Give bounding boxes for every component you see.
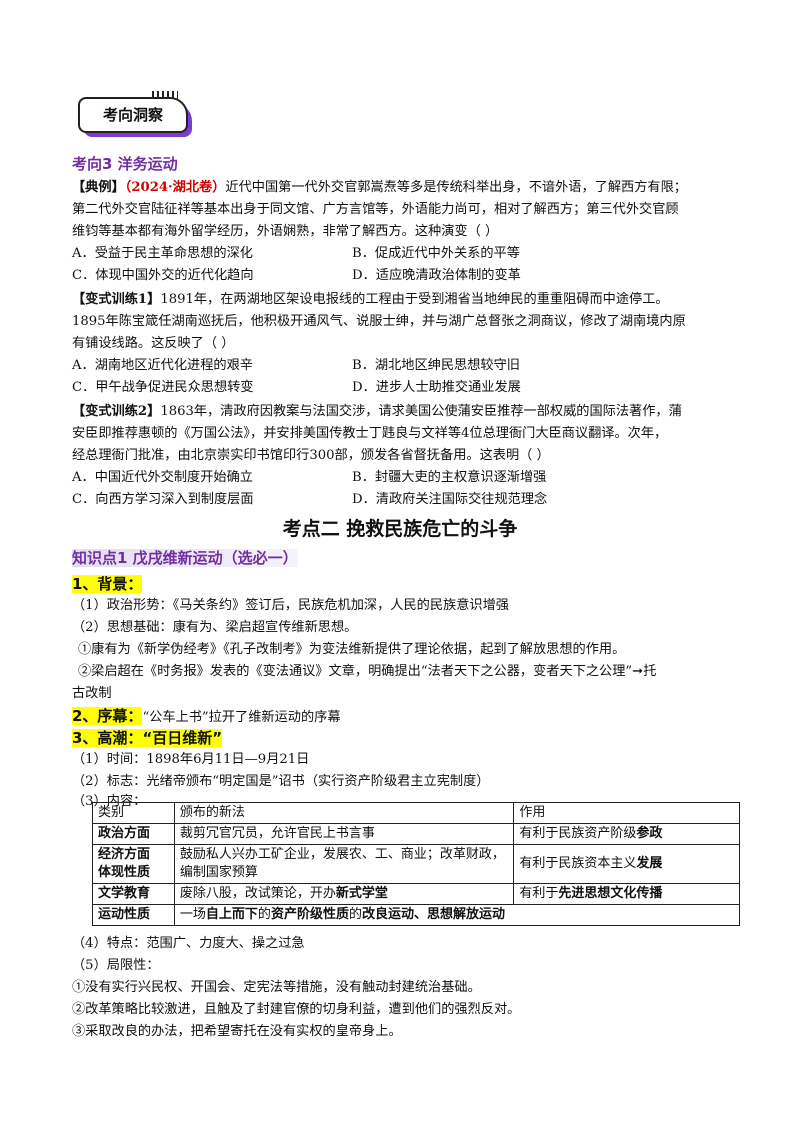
section-badge: 考向洞察 [78, 91, 196, 141]
table-cell-category: 经济方面 体现性质 [92, 844, 175, 884]
knowledge-title-text: 知识点1 戊戌维新运动（选必一） [72, 549, 298, 567]
table-header-cell: 作用 [513, 802, 740, 824]
climax-heading-line: 3、高潮：“百日维新” [72, 728, 732, 748]
drill2-text: 1863年，清政府因教案与法国交涉，请求美国公使蒲安臣推荐一部权威的国际法著作，… [160, 404, 682, 419]
limit-item-1: ①没有实行兴民权、开国会、定宪法等措施，没有触动封建统治基础。 [72, 980, 481, 995]
example-line-2: 第二代外交官陆征祥等基本出身于同文馆、广方言馆等，外语能力尚可，相对了解西方；第… [72, 202, 679, 217]
climax-line-1: （1）时间：1898年6月11日—9月21日 [72, 752, 310, 767]
drill1-option-d: D．进步人士助推交通业发展 [352, 380, 521, 395]
climax-line-2: （2）标志：光绪帝颁布“明定国是”诏书（实行资产阶级君主立宪制度） [72, 774, 490, 789]
example-source: （2024·湖北卷） [124, 180, 226, 195]
table-cell-law: 鼓励私人兴办工矿企业，发展农、工、商业；改革财政，编制国家预算 [173, 844, 515, 884]
drill1-line-3: 有铺设线路。这反映了（ ） [72, 336, 235, 351]
drill2-tag: 【变式训练2】 [72, 404, 161, 419]
drill1-line-1: 【变式训练1】1891年，在两湖地区架设电报线的工程由于受到湘省当地绅民的重重阻… [72, 290, 732, 310]
table-header-row: 类别 颁布的新法 作用 [92, 802, 740, 824]
table-header-cell: 颁布的新法 [173, 802, 515, 824]
example-option-d: D．适应晚清政治体制的变革 [352, 268, 521, 283]
drill1-text: 1891年，在两湖地区架设电报线的工程由于受到湘省当地绅民的重重阻碍而中途停工。 [160, 292, 669, 307]
drill1-tag: 【变式训练1】 [72, 292, 161, 307]
table-cell-effect: 有利于民族资产阶级参政 [513, 823, 740, 845]
background-line-5: 古改制 [72, 686, 112, 701]
badge-decoration [152, 91, 178, 99]
prelude-heading: 2、序幕： [72, 707, 143, 725]
prelude-text: “公车上书”拉开了维新运动的序幕 [142, 710, 341, 725]
table-cell-category: 运动性质 [92, 904, 175, 926]
drill2-option-d: D．清政府关注国际交往规范理念 [352, 492, 548, 507]
drill1-option-b: B．湖北地区绅民思想较守旧 [352, 358, 520, 373]
background-line-4: ②梁启超在《时务报》发表的《变法通议》文章，明确提出“法者天下之公器，变者天下之… [78, 664, 657, 679]
drill2-line-2: 安臣即推荐惠顿的《万国公法》，并安排美国传教士丁韪良与文祥等4位总理衙门大臣商议… [72, 426, 668, 441]
background-heading: 1、背景： [72, 575, 143, 593]
table-cell-law: 裁剪冗官冗员，允许官民上书言事 [173, 823, 515, 845]
example-line-3: 维钧等基本都有海外留学经历，外语娴熟，非常了解西方。这种演变（ ） [72, 224, 499, 239]
section-title: 考点二 挽救民族危亡的斗争 [282, 518, 518, 540]
table-cell-category: 政治方面 [92, 823, 175, 845]
background-line-3: ①康有为《新学伪经考》《孔子改制考》为变法维新提供了理论依据，起到了解放思想的作… [78, 642, 626, 657]
climax-heading: 3、高潮：“百日维新” [72, 729, 223, 747]
table-row: 政治方面 裁剪冗官冗员，允许官民上书言事 有利于民族资产阶级参政 [92, 823, 740, 845]
table-cell-effect: 有利于民族资本主义发展 [513, 844, 740, 884]
drill2-line-3: 经总理衙门批准，由北京崇实印书馆印行300部，颁发各省督抚备用。这表明（ ） [72, 448, 550, 463]
drill1-option-a: A．湖南地区近代化进程的艰辛 [72, 358, 253, 373]
table-header-cell: 类别 [92, 802, 175, 824]
limit-item-3: ③采取改良的办法，把希望寄托在没有实权的皇帝身上。 [72, 1024, 402, 1039]
example-text: 近代中国第一代外交官郭嵩焘等多是传统科举出身，不谙外语，了解西方有限； [225, 180, 687, 195]
features-line: （4）特点：范围广、力度大、操之过急 [72, 936, 305, 951]
limit-item-2: ②改革策略比较激进，且触及了封建官僚的切身利益，遭到他们的强烈反对。 [72, 1002, 521, 1017]
background-line-2: （2）思想基础：康有为、梁启超宣传维新思想。 [72, 620, 358, 635]
topic-heading: 考向3 洋务运动 [72, 155, 178, 173]
example-option-c: C．体现中国外交的近代化趋向 [72, 268, 254, 283]
badge-label: 考向洞察 [78, 97, 188, 133]
table-row: 经济方面 体现性质 鼓励私人兴办工矿企业，发展农、工、商业；改革财政，编制国家预… [92, 844, 740, 884]
example-line-1: 【典例】（2024·湖北卷）近代中国第一代外交官郭嵩焘等多是传统科举出身，不谙外… [72, 178, 732, 198]
drill2-option-b: B．封疆大吏的主权意识逐渐增强 [352, 470, 547, 485]
table-row: 文学教育 废除八股，改试策论，开办新式学堂 有利于先进思想文化传播 [92, 883, 740, 905]
example-tag: 【典例】 [72, 180, 125, 195]
limits-heading: （5）局限性： [72, 958, 160, 973]
knowledge-title: 知识点1 戊戌维新运动（选必一） [72, 548, 732, 568]
example-option-a: A．受益于民主革命思想的深化 [72, 246, 253, 261]
example-option-b: B．促成近代中外关系的平等 [352, 246, 520, 261]
drill2-option-c: C．向西方学习深入到制度层面 [72, 492, 254, 507]
table-cell-category: 文学教育 [92, 883, 175, 905]
table-cell-nature: 一场自上而下的资产阶级性质的改良运动、思想解放运动 [173, 904, 741, 926]
reform-table: 类别 颁布的新法 作用 政治方面 裁剪冗官冗员，允许官民上书言事 有利于民族资产… [92, 802, 741, 926]
drill1-line-2: 1895年陈宝箴任湖南巡抚后，他积极开通风气、说服士绅，并与湖广总督张之洞商议，… [72, 314, 686, 329]
drill2-line-1: 【变式训练2】1863年，清政府因教案与法国交涉，请求美国公使蒲安臣推荐一部权威… [72, 402, 732, 422]
background-line-1: （1）政治形势：《马关条约》签订后，民族危机加深，人民的民族意识增强 [72, 598, 509, 613]
drill2-option-a: A．中国近代外交制度开始确立 [72, 470, 253, 485]
table-cell-effect: 有利于先进思想文化传播 [513, 883, 740, 905]
prelude-line: 2、序幕：“公车上书”拉开了维新运动的序幕 [72, 706, 732, 728]
drill1-option-c: C．甲午战争促进民众思想转变 [72, 380, 254, 395]
table-cell-law: 废除八股，改试策论，开办新式学堂 [173, 883, 515, 905]
table-row-nature: 运动性质 一场自上而下的资产阶级性质的改良运动、思想解放运动 [92, 904, 741, 926]
